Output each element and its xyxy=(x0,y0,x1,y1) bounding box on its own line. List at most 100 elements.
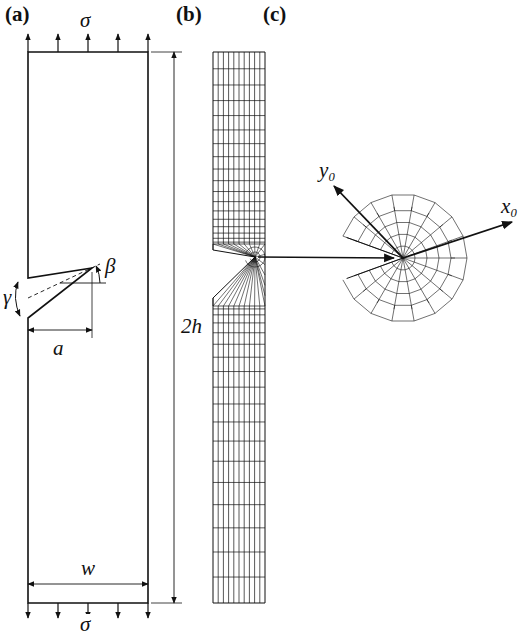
mesh-line xyxy=(255,244,265,257)
mesh-line xyxy=(213,308,265,309)
mesh-line xyxy=(229,257,255,306)
zoom-arrow xyxy=(258,257,394,258)
mesh-line xyxy=(213,298,214,306)
reference-line xyxy=(60,283,106,284)
mesh-line xyxy=(343,280,366,299)
mesh-line xyxy=(218,257,255,306)
mesh-line xyxy=(403,258,455,259)
mesh-line xyxy=(213,201,265,202)
mesh-line xyxy=(392,305,414,321)
mesh-line xyxy=(254,244,255,257)
mesh-line xyxy=(213,244,255,257)
crack-tip-mesh-zoom xyxy=(334,186,512,321)
x0-axis xyxy=(403,222,512,258)
mesh-line xyxy=(239,244,255,257)
mesh-line xyxy=(213,180,265,181)
stress-arrow xyxy=(147,603,148,618)
stress-arrow xyxy=(57,603,58,618)
axis-label: x₀ xyxy=(500,196,519,217)
mesh-outline xyxy=(213,52,265,603)
mesh-line xyxy=(223,52,224,244)
angle-arc xyxy=(96,266,100,283)
mesh-line xyxy=(254,306,255,603)
mesh-line xyxy=(244,52,245,244)
mesh-line xyxy=(213,314,265,315)
mesh-line xyxy=(213,210,265,211)
mesh-line xyxy=(233,52,234,244)
mesh-line xyxy=(213,387,265,388)
mesh-line xyxy=(213,403,265,404)
mesh-line xyxy=(363,258,403,291)
mesh-line xyxy=(213,332,265,333)
extension-line xyxy=(151,52,182,53)
stress-arrow xyxy=(57,34,58,52)
mesh-line xyxy=(213,242,265,243)
mesh-line xyxy=(213,527,265,528)
mesh-line xyxy=(259,52,260,244)
mesh-line xyxy=(229,244,255,257)
mesh-line xyxy=(213,191,265,192)
stress-arrow xyxy=(117,34,118,52)
mesh-line xyxy=(218,244,255,257)
finite-element-mesh xyxy=(213,52,394,603)
mesh-line xyxy=(213,169,265,170)
stress-arrow xyxy=(27,34,28,52)
dimension-line xyxy=(174,52,175,603)
mesh-line xyxy=(343,217,358,242)
mesh-line xyxy=(213,244,214,250)
mesh-line xyxy=(213,238,265,239)
mesh-line xyxy=(213,100,265,101)
mesh-line xyxy=(239,257,255,306)
mesh-line xyxy=(213,129,265,130)
mesh-line xyxy=(213,371,265,372)
panel-label: (c) xyxy=(262,4,287,25)
mesh-line xyxy=(392,195,414,211)
mesh-line xyxy=(218,52,219,244)
mesh-line xyxy=(403,258,412,309)
y0-axis xyxy=(334,186,403,258)
mesh-line xyxy=(239,306,240,603)
mesh-line xyxy=(234,244,255,257)
mesh-line xyxy=(213,482,265,483)
plate-specimen xyxy=(15,34,182,618)
mesh-line xyxy=(233,306,234,603)
dimension-label: a xyxy=(52,338,65,359)
mesh-line xyxy=(255,257,265,306)
angle-label: β xyxy=(104,256,116,277)
mesh-line xyxy=(435,289,452,314)
angle-label: γ xyxy=(2,287,12,308)
mesh-line xyxy=(213,143,265,144)
mesh-line xyxy=(213,504,265,505)
stress-arrow xyxy=(147,34,148,52)
mesh-line xyxy=(213,257,255,306)
mesh-line xyxy=(371,195,392,216)
stress-symbol: σ xyxy=(79,614,91,635)
mesh-line xyxy=(440,217,463,236)
mesh-line xyxy=(239,52,240,244)
mesh-line xyxy=(218,306,219,603)
stress-arrow xyxy=(87,34,88,52)
mesh-line xyxy=(213,233,265,234)
mesh-line xyxy=(223,306,224,603)
mesh-line xyxy=(244,244,255,257)
mesh-line xyxy=(427,203,452,217)
panel-label: (b) xyxy=(175,4,203,25)
extension-line xyxy=(92,272,93,338)
mesh-line xyxy=(255,257,260,306)
mesh-line xyxy=(213,461,265,462)
mesh-line xyxy=(414,300,435,321)
mesh-line xyxy=(354,299,379,313)
dimension-line xyxy=(28,330,92,331)
dimension-label: w xyxy=(80,558,96,579)
mesh-line xyxy=(213,577,265,578)
mesh-line xyxy=(213,156,265,157)
mesh-line xyxy=(249,306,250,603)
mesh-line xyxy=(213,421,265,422)
panel-label: (a) xyxy=(4,4,31,25)
mesh-line xyxy=(249,52,250,244)
mesh-line xyxy=(213,441,265,442)
mesh-line xyxy=(377,258,403,303)
mesh-line xyxy=(228,306,229,603)
